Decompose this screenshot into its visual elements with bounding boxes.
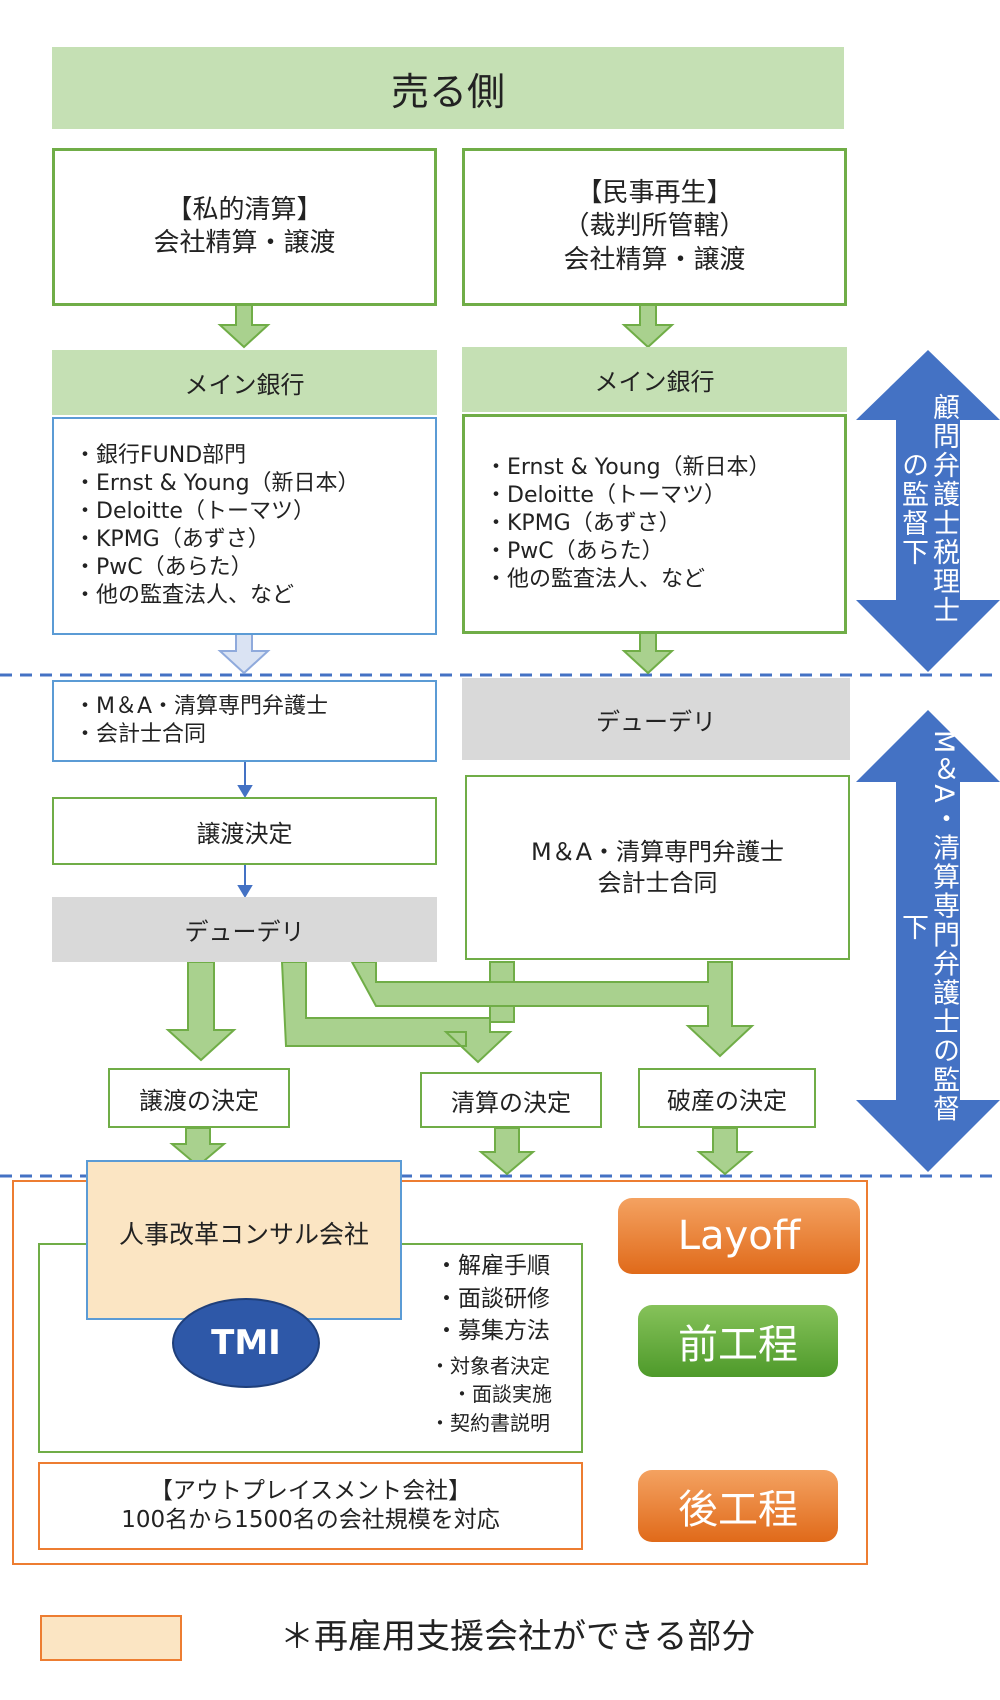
tmi-badge: TMI	[172, 1298, 320, 1388]
civil-rehabilitation-subtitle: 会社精算・譲渡	[563, 244, 746, 275]
header-title: 売る側	[52, 47, 844, 129]
hr-consulting-box: 人事改革コンサル会社	[86, 1160, 402, 1320]
list-item: ・解雇手順	[435, 1253, 550, 1279]
list-item: ・契約書説明	[430, 1410, 550, 1435]
outplacement-box: 【アウトプレイスメント会社】 100名から1500名の会社規模を対応	[38, 1462, 583, 1550]
left-main-bank-title: メイン銀行	[52, 350, 437, 415]
list-item: ・PwC（あらた）	[74, 555, 253, 581]
accountant-text: 会計士合同	[597, 868, 718, 897]
legend-swatch	[40, 1615, 182, 1661]
private-liquidation-box: 【私的清算】 会社精算・譲渡	[52, 148, 437, 306]
list-item: ・Deloitte（トーマツ）	[74, 498, 315, 524]
list-item: ・募集方法	[435, 1318, 550, 1345]
civil-rehabilitation-title: 【民事再生】	[576, 178, 733, 209]
pre-process-button[interactable]: 前工程	[638, 1305, 838, 1377]
list-item: ・面談研修	[435, 1285, 550, 1312]
legend-text: ＊再雇用支援会社ができる部分	[280, 1617, 756, 1657]
transfer-decision-result: 譲渡の決定	[108, 1068, 290, 1128]
left-due-diligence: デューデリ	[52, 897, 437, 962]
list-item: ・Ernst & Young（新日本）	[74, 470, 360, 496]
list-item: ・KPMG（あずさ）	[485, 510, 681, 536]
layoff-button[interactable]: Layoff	[618, 1198, 860, 1274]
list-item: ・面談実施	[452, 1382, 552, 1407]
hr-process-list: ・解雇手順 ・面談研修 ・募集方法	[435, 1250, 583, 1348]
outplacement-subtitle: 100名から1500名の会社規模を対応	[121, 1507, 500, 1533]
right-due-diligence: デューデリ	[462, 678, 850, 760]
lower-arrow-label-wrap: M＆A・清算専門弁護士の監督下	[896, 712, 960, 1142]
bankruptcy-decision-result: 破産の決定	[638, 1068, 816, 1128]
list-item: ・他の監査法人、など	[74, 583, 295, 609]
right-main-bank-title: メイン銀行	[462, 347, 847, 412]
list-item: ・銀行FUND部門	[74, 442, 247, 468]
liquidation-decision-result: 清算の決定	[420, 1072, 602, 1128]
list-item: ・KPMG（あずさ）	[74, 527, 270, 552]
right-ma-lawyer-box: M＆A・清算専門弁護士 会計士合同	[465, 775, 850, 960]
civil-rehabilitation-court: （裁判所管轄）	[563, 211, 746, 242]
upper-arrow-label: 顧問弁護士税理士の監督下	[897, 393, 960, 625]
list-item: ・Deloitte（トーマツ）	[485, 482, 726, 508]
hr-consulting-title: 人事改革コンサル会社	[118, 1220, 369, 1249]
private-liquidation-title: 【私的清算】	[166, 194, 323, 225]
civil-rehabilitation-box: 【民事再生】 （裁判所管轄） 会社精算・譲渡	[462, 148, 847, 306]
upper-arrow-label-wrap: 顧問弁護士税理士の監督下	[896, 384, 960, 634]
transfer-decision-box: 譲渡決定	[52, 797, 437, 865]
private-liquidation-subtitle: 会社精算・譲渡	[153, 228, 336, 258]
left-bank-list: ・銀行FUND部門 ・Ernst & Young（新日本） ・Deloitte（…	[52, 417, 437, 635]
list-item: ・Ernst & Young（新日本）	[485, 454, 771, 480]
list-item: ・他の監査法人、など	[485, 567, 706, 593]
hr-process-sublist: ・対象者決定 ・面談実施 ・契約書説明	[430, 1352, 580, 1437]
lower-double-arrow	[856, 710, 1000, 1172]
list-item: ・PwC（あらた）	[485, 539, 664, 565]
upper-double-arrow	[856, 350, 1000, 672]
accountant-text: ・会計士合同	[74, 722, 207, 747]
outplacement-title: 【アウトプレイスメント会社】	[149, 1477, 472, 1504]
post-process-button[interactable]: 後工程	[638, 1470, 838, 1542]
ma-lawyer-text: ・M＆A・清算専門弁護士	[74, 693, 329, 719]
list-item: ・対象者決定	[430, 1354, 550, 1378]
right-bank-list: ・Ernst & Young（新日本） ・Deloitte（トーマツ） ・KPM…	[462, 414, 847, 634]
ma-lawyer-text: M＆A・清算専門弁護士	[530, 837, 785, 866]
lower-arrow-label: M＆A・清算専門弁護士の監督下	[897, 730, 960, 1124]
left-ma-lawyer-box: ・M＆A・清算専門弁護士 ・会計士合同	[52, 680, 437, 762]
